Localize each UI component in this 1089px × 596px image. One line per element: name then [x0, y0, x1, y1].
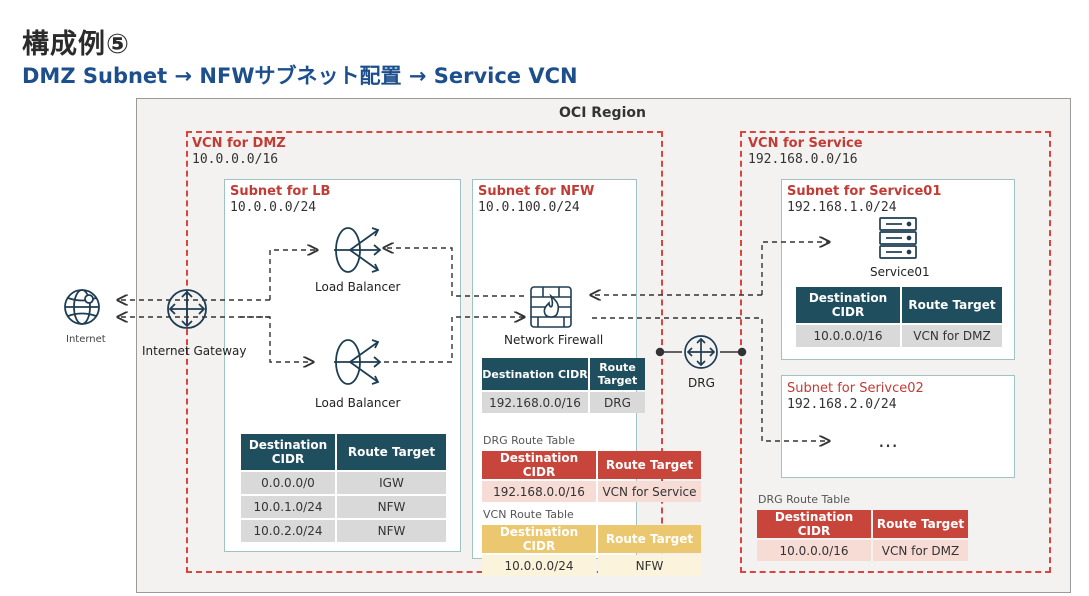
drg-route-table-label: DRG Route Table — [483, 434, 576, 447]
vcn-service-title: VCN for Service — [748, 136, 863, 151]
arrow-igw-to-lb2 — [240, 316, 313, 362]
vcn-route-table: Destination CIDR Route Target 10.0.0.0/2… — [480, 523, 703, 578]
nfw-route-table: Destination CIDR Route Target 192.168.0.… — [480, 356, 647, 415]
table-header: Route Target — [902, 287, 1002, 323]
subnet-lb-title: Subnet for LB — [230, 184, 331, 199]
vcn-dmz-title: VCN for DMZ — [192, 136, 286, 151]
table-cell: 10.0.0.0/16 — [796, 325, 900, 347]
table-cell: 10.0.2.0/24 — [241, 520, 335, 542]
table-header: Route Target — [590, 358, 645, 390]
drg-label: DRG — [688, 376, 715, 390]
table-header: Destination CIDR — [757, 510, 871, 538]
subnet-service02-cidr: 192.168.2.0/24 — [787, 397, 897, 412]
page-title: 構成例⑤ — [22, 29, 130, 60]
table-cell: 10.0.0.0/24 — [482, 555, 596, 576]
table-header: Destination CIDR — [482, 525, 596, 553]
service02-ellipsis: … — [878, 428, 898, 452]
subnet-lb-cidr: 10.0.0.0/24 — [230, 200, 317, 215]
table-header: Destination CIDR — [241, 434, 335, 470]
arrow-lb2-to-nfw — [384, 317, 524, 363]
table-header: Route Target — [337, 434, 446, 470]
lb-route-table: Destination CIDR Route Target 0.0.0.0/0 … — [239, 432, 448, 544]
table-cell: DRG — [590, 392, 645, 413]
region-label: OCI Region — [559, 105, 646, 121]
table-cell: NFW — [598, 555, 701, 576]
service01-route-table: Destination CIDR Route Target 10.0.0.0/1… — [794, 285, 1004, 349]
arrow-igw-to-lb1 — [269, 250, 317, 300]
drg-route-table-label-service: DRG Route Table — [758, 493, 851, 506]
table-cell: VCN for DMZ — [902, 325, 1002, 347]
internet-gateway-label: Internet Gateway — [142, 344, 247, 358]
table-cell: NFW — [337, 496, 446, 518]
load-balancer-icon — [330, 224, 382, 276]
table-cell: 10.0.0.0/16 — [757, 540, 871, 561]
vcn-route-table-label: VCN Route Table — [483, 508, 574, 521]
vcn-dmz-cidr: 10.0.0.0/16 — [192, 152, 279, 167]
table-header: Route Target — [598, 451, 701, 479]
drg-icon — [682, 333, 720, 371]
table-cell: VCN for Service — [598, 481, 701, 502]
drg-route-table-dmz: Destination CIDR Route Target 192.168.0.… — [480, 449, 703, 504]
table-header: Destination CIDR — [796, 287, 900, 323]
subnet-nfw-cidr: 10.0.100.0/24 — [478, 200, 580, 215]
network-firewall-label: Network Firewall — [504, 333, 604, 347]
subnet-service01-title: Subnet for Service01 — [787, 184, 942, 199]
table-cell: 192.168.0.0/16 — [482, 392, 588, 413]
load-balancer-label-2: Load Balancer — [315, 396, 401, 410]
table-header: Route Target — [598, 525, 701, 553]
load-balancer-label-1: Load Balancer — [315, 280, 401, 294]
table-header: Destination CIDR — [482, 451, 596, 479]
table-cell: 10.0.1.0/24 — [241, 496, 335, 518]
network-firewall-icon — [528, 284, 574, 330]
subnet-service02-title: Subnet for Serivce02 — [787, 381, 924, 396]
arrow-nfw-to-lb1 — [384, 248, 524, 297]
subnet-service01-cidr: 192.168.1.0/24 — [787, 200, 897, 215]
vcn-service-cidr: 192.168.0.0/16 — [748, 152, 858, 167]
table-header: Destination CIDR — [482, 358, 588, 390]
subnet-nfw-title: Subnet for NFW — [478, 184, 595, 199]
service01-label: Service01 — [870, 265, 930, 279]
internet-icon — [62, 287, 102, 327]
table-cell: 0.0.0.0/0 — [241, 472, 335, 494]
table-cell: NFW — [337, 520, 446, 542]
page-subtitle: DMZ Subnet → NFWサブネット配置 → Service VCN — [22, 64, 578, 88]
table-cell: 192.168.0.0/16 — [482, 481, 596, 502]
drg-route-table-service: Destination CIDR Route Target 10.0.0.0/1… — [755, 508, 970, 563]
internet-gateway-icon — [165, 287, 209, 331]
server-icon — [874, 214, 922, 262]
internet-label: Internet — [66, 334, 106, 345]
subnet-service02 — [781, 375, 1015, 478]
table-cell: VCN for DMZ — [873, 540, 968, 561]
load-balancer-icon — [330, 336, 382, 388]
table-header: Route Target — [873, 510, 968, 538]
arrow-to-service02 — [592, 317, 829, 441]
table-cell: IGW — [337, 472, 446, 494]
